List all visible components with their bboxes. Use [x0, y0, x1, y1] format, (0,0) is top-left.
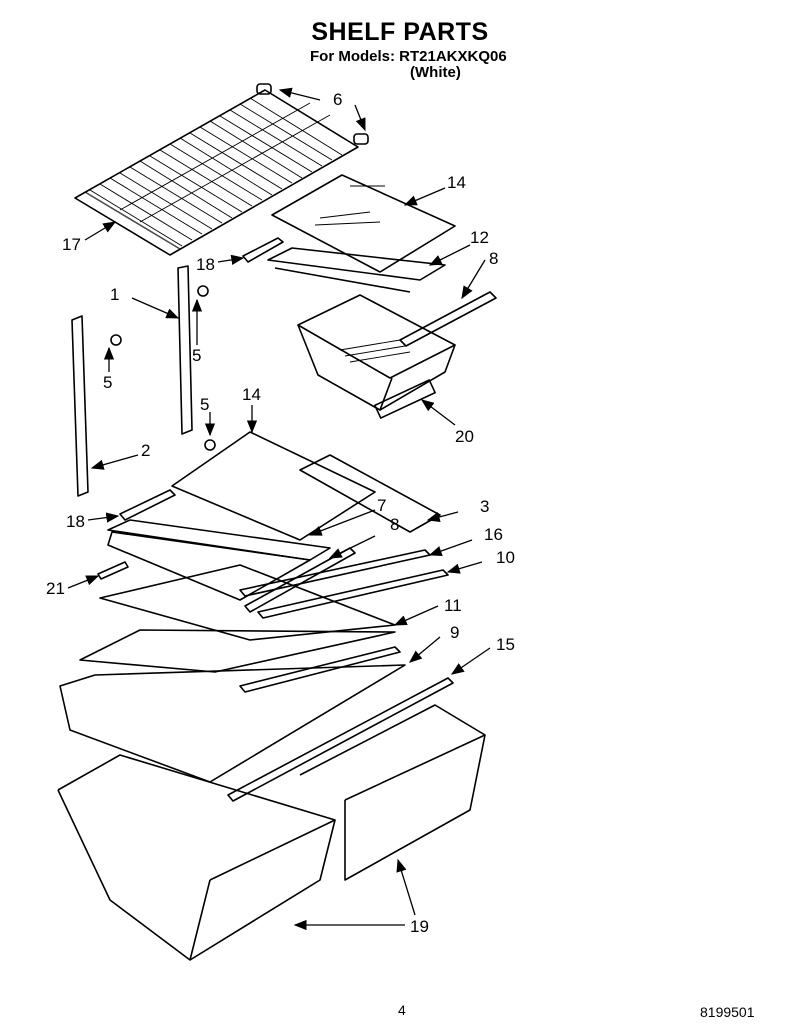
callout-7: 7 [377, 496, 386, 515]
crisper-trim-upper [399, 291, 497, 347]
shelf-trim-21 [97, 561, 129, 580]
glass-shelf-lower [171, 431, 376, 541]
shelf-clip-pair [256, 83, 369, 145]
glass-panel-crisper [107, 531, 311, 601]
callout-21: 21 [46, 579, 65, 598]
callout-2: 2 [141, 441, 150, 460]
crisper-trim-lower [244, 547, 356, 613]
page-number: 4 [398, 1002, 406, 1018]
callout-3: 3 [480, 497, 489, 516]
callout-6: 6 [333, 90, 342, 109]
crisper-trim-9 [239, 646, 401, 693]
crisper-drawer-right [299, 704, 486, 881]
callout-8-top: 8 [489, 249, 498, 268]
callout-5-left: 5 [103, 373, 112, 392]
callout-8-lower: 8 [390, 515, 399, 534]
callout-5-right: 5 [192, 346, 201, 365]
callout-12: 12 [470, 228, 489, 247]
callout-15: 15 [496, 635, 515, 654]
callout-17: 17 [62, 235, 81, 254]
glass-reflection-marks [314, 185, 385, 226]
callout-labels: 6 14 12 8 17 18 1 5 5 20 14 5 2 7 3 8 16… [46, 90, 515, 936]
crisper-trim-15 [227, 677, 454, 802]
crisper-housing [59, 664, 406, 783]
callout-10: 10 [496, 548, 515, 567]
crisper-cover-glass [79, 629, 396, 673]
callout-18-top: 18 [196, 255, 215, 274]
callout-14-top: 14 [447, 173, 466, 192]
callout-16: 16 [484, 525, 503, 544]
callout-5-lower: 5 [200, 395, 209, 414]
shelf-trim-upper [242, 237, 284, 263]
callout-20: 20 [455, 427, 474, 446]
models-line: For Models: RT21AKXKQ06 [310, 48, 507, 65]
crisper-drawer-left [57, 754, 336, 961]
color-variant: (White) [410, 64, 461, 81]
crisper-cover-frame [267, 247, 446, 281]
page-title: SHELF PARTS [311, 18, 489, 46]
shelf-rail-right [177, 265, 193, 435]
shelf-trim-lower [119, 489, 176, 521]
glass-panel-lower [99, 564, 396, 641]
callout-9: 9 [450, 623, 459, 642]
rail-screws [110, 285, 216, 451]
wire-shelf [74, 89, 359, 256]
meat-drawer [297, 294, 456, 419]
callout-1: 1 [110, 285, 119, 304]
callout-11: 11 [444, 596, 462, 615]
shelf-frame [107, 519, 331, 561]
glass-shelf-upper [271, 174, 456, 273]
callout-19: 19 [410, 917, 429, 936]
document-number: 8199501 [700, 1004, 755, 1020]
callout-18-lower: 18 [66, 512, 85, 531]
callout-14-lower: 14 [242, 385, 261, 404]
frame-trim-10 [257, 569, 449, 619]
shelf-rail-left [71, 315, 89, 497]
